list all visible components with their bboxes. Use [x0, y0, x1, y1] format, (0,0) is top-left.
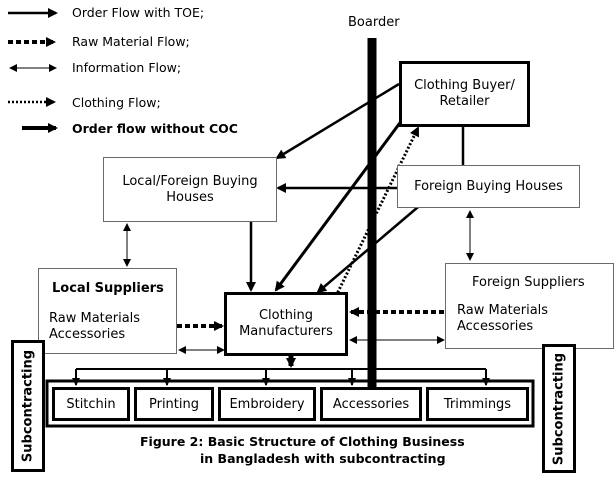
- arrow-clothing-flow-to-buyer: [334, 126, 420, 297]
- process-printing: Printing: [134, 387, 214, 421]
- clothing-manufacturers-box: Clothing Manufacturers: [224, 292, 348, 356]
- subcontracting-right-label: Subcontracting: [551, 352, 567, 465]
- figure-caption-line2: in Bangladesh with subcontracting: [200, 451, 446, 466]
- subcontracting-left-box: Subcontracting: [11, 340, 45, 472]
- legend-order-flow-toe: Order Flow with TOE;: [72, 5, 205, 20]
- foreign-suppliers-box: Foreign Suppliers Raw Materials Accessor…: [445, 263, 614, 349]
- legend-clothing-flow: Clothing Flow;: [72, 95, 161, 110]
- local-suppliers-box: Local Suppliers Raw Materials Accessorie…: [38, 268, 177, 354]
- buyer-line1: Clothing Buyer/: [414, 78, 515, 93]
- border-label: Boarder: [348, 15, 400, 30]
- local-foreign-buying-houses-box: Local/Foreign Buying Houses: [103, 157, 277, 222]
- manufacturers-line1: Clothing: [258, 308, 314, 323]
- manufacturers-line2: Manufacturers: [239, 324, 333, 339]
- foreign-suppliers-title: Foreign Suppliers: [472, 275, 585, 290]
- local-buying-line1: Local/Foreign Buying: [122, 173, 258, 189]
- figure-caption-line1: Figure 2: Basic Structure of Clothing Bu…: [140, 434, 465, 449]
- clothing-buyer-retailer-box: Clothing Buyer/ Retailer: [399, 61, 530, 127]
- process-accessories: Accessories: [320, 387, 422, 421]
- local-suppliers-accessories: Accessories: [49, 327, 126, 342]
- process-stitchin-label: Stitchin: [66, 396, 116, 412]
- legend-raw-material-flow: Raw Material Flow;: [72, 34, 190, 49]
- arrow-buyer-to-manufacturers-direct: [274, 111, 410, 292]
- process-accessories-label: Accessories: [332, 396, 410, 412]
- process-frame: [45, 379, 535, 428]
- arrow-buyer-to-local-buying: [275, 82, 400, 160]
- foreign-buying-houses-box: Foreign Buying Houses: [397, 165, 580, 208]
- foreign-suppliers-accessories: Accessories: [457, 319, 534, 334]
- foreign-suppliers-raw-materials: Raw Materials: [457, 303, 549, 318]
- legend-order-flow-without-coc: Order flow without COC: [72, 121, 238, 136]
- process-trimmings: Trimmings: [426, 387, 529, 421]
- process-printing-label: Printing: [148, 396, 199, 412]
- subcontracting-right-box: Subcontracting: [542, 344, 576, 473]
- local-suppliers-raw-materials: Raw Materials: [49, 311, 141, 326]
- buyer-line2: Retailer: [439, 94, 490, 109]
- local-buying-line2: Houses: [166, 189, 214, 205]
- legend-information-flow: Information Flow;: [72, 60, 182, 75]
- arrow-foreign-buying-to-manufacturers: [316, 206, 419, 294]
- local-suppliers-title: Local Suppliers: [52, 281, 164, 296]
- process-embroidery: Embroidery: [218, 387, 316, 421]
- process-trimmings-label: Trimmings: [443, 396, 512, 412]
- process-embroidery-label: Embroidery: [229, 396, 305, 412]
- foreign-buying-line1: Foreign Buying Houses: [414, 178, 563, 194]
- process-stitchin: Stitchin: [52, 387, 130, 421]
- subcontracting-left-label: Subcontracting: [20, 349, 36, 463]
